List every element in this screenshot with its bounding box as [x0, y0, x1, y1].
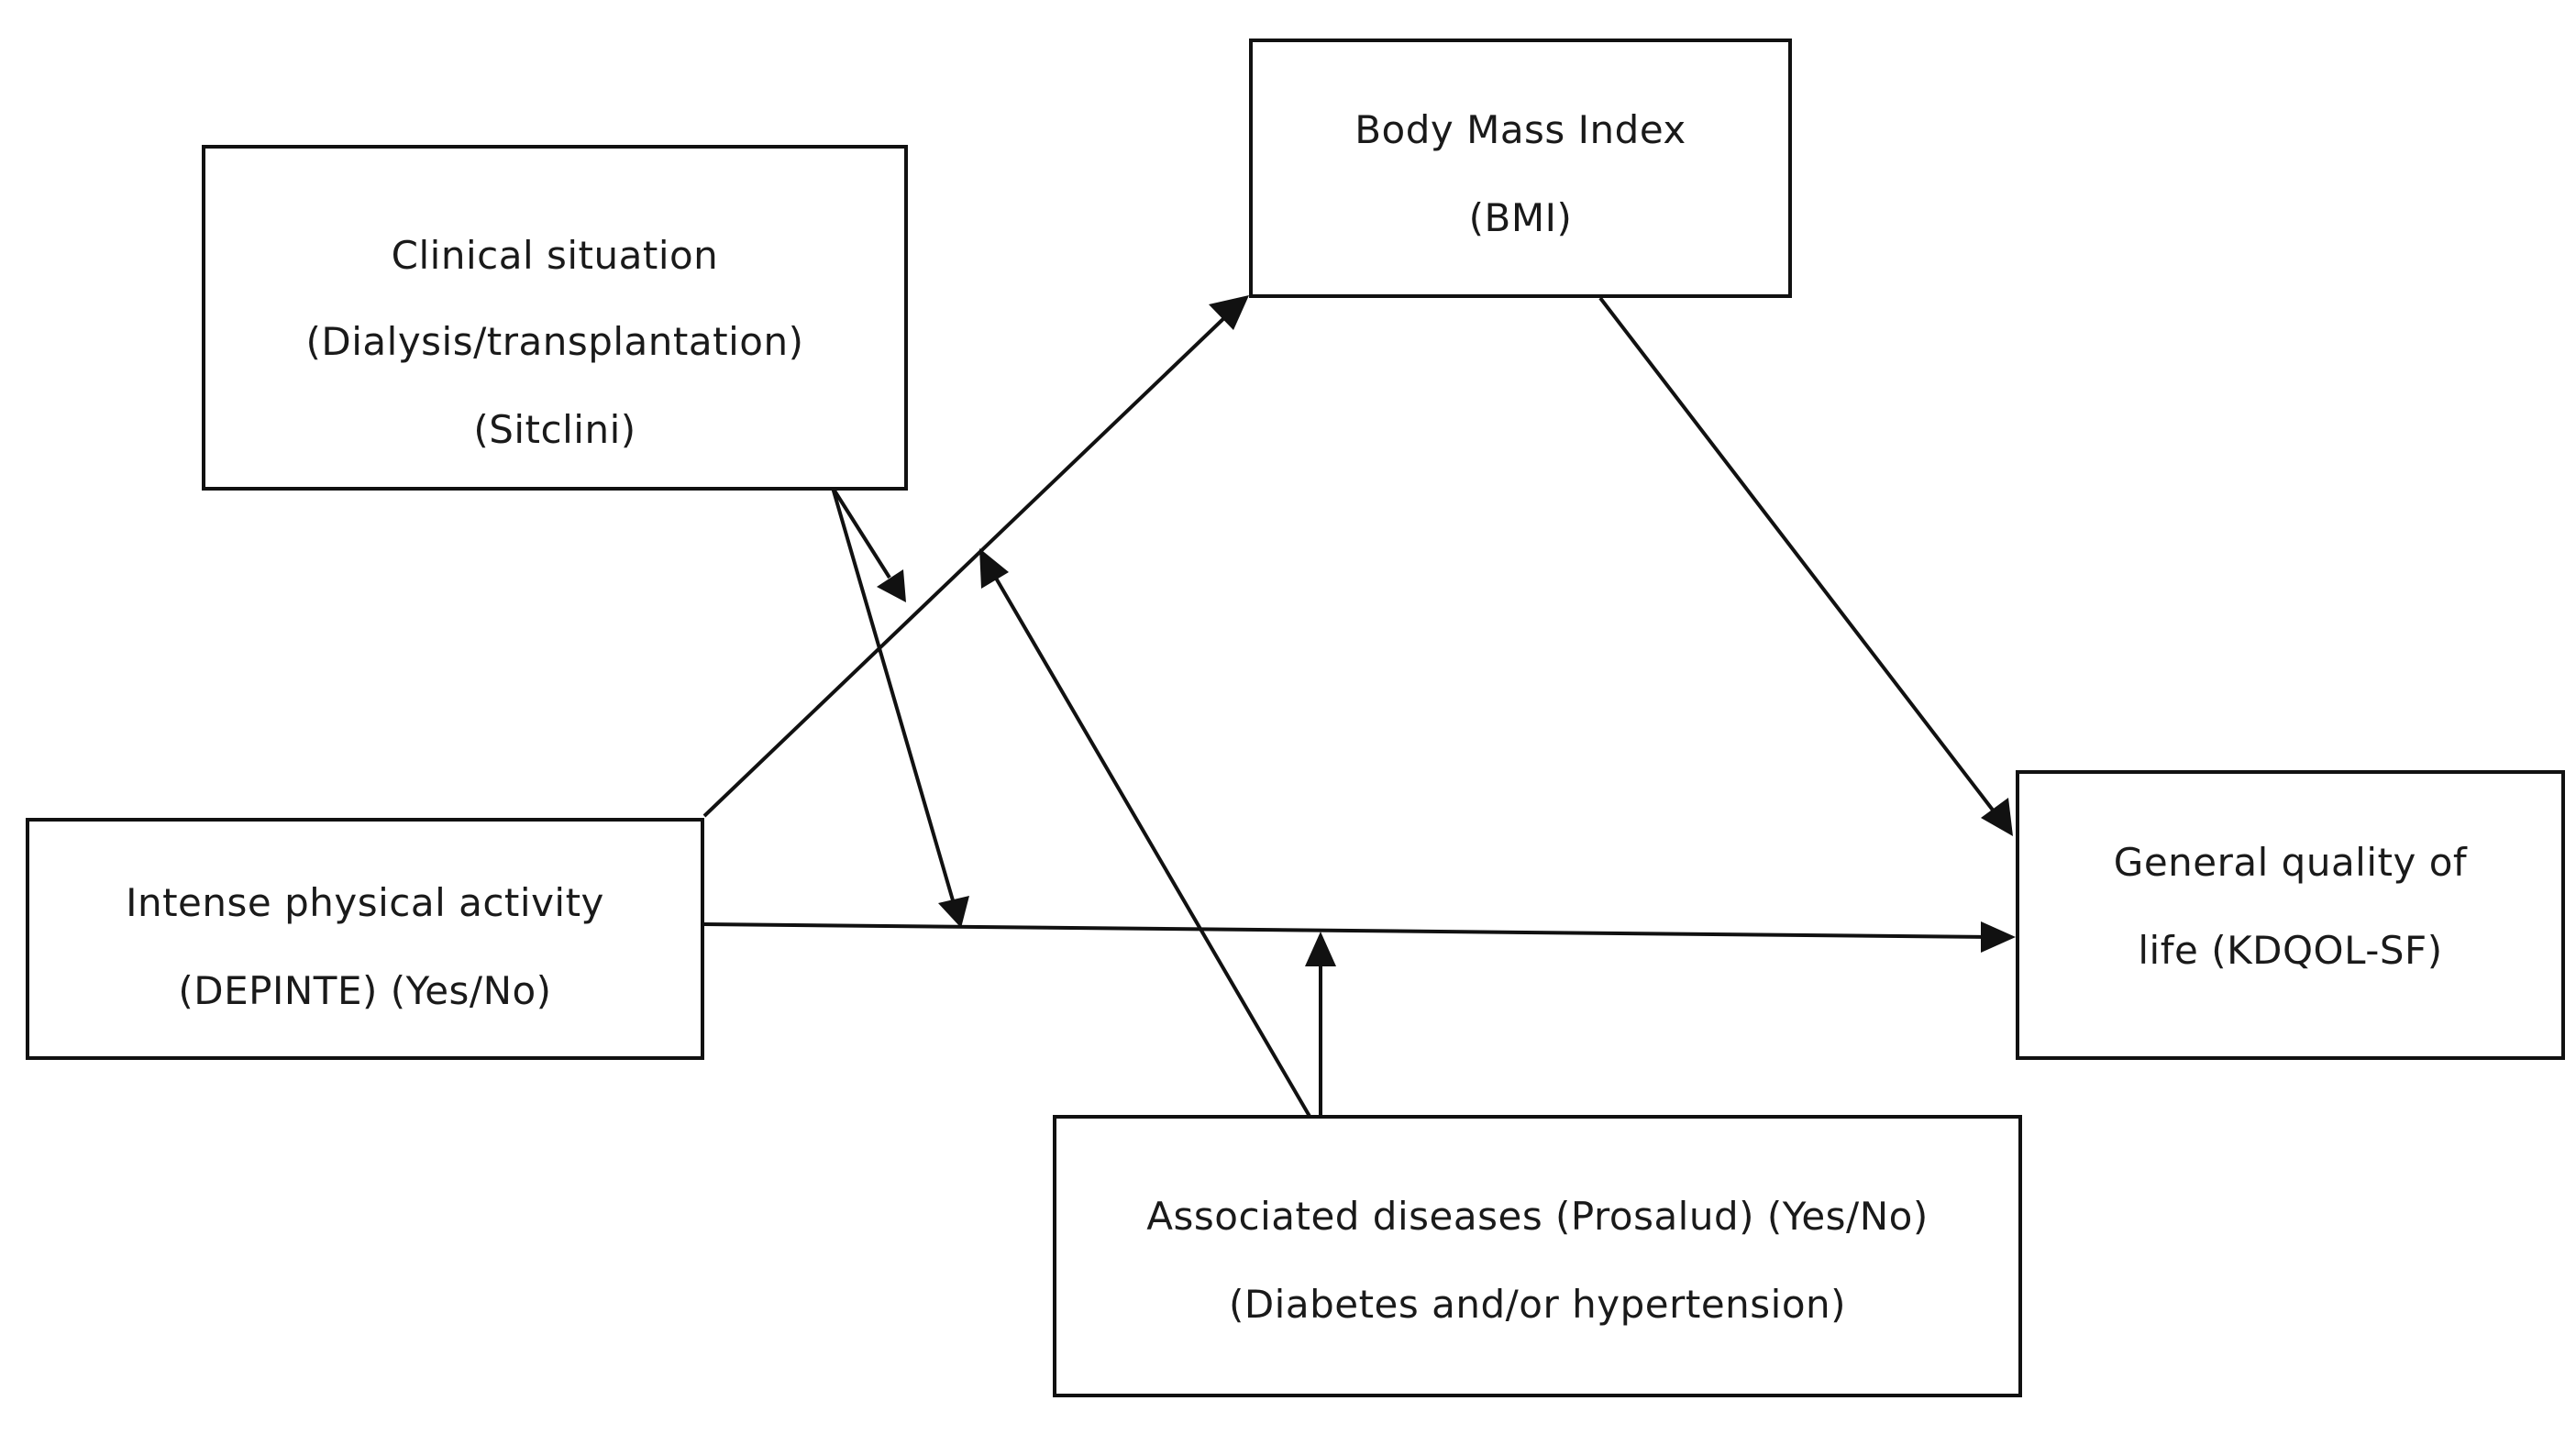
quality-of-life-line-2: life (KDQOL-SF) [2138, 928, 2443, 973]
arrow-clinical-to-quality-path [831, 487, 955, 901]
arrowhead-bmi-path-from-clinical [877, 569, 906, 602]
arrowhead-quality-from-activity [1981, 921, 2016, 953]
arrow-bmi-to-quality [1598, 296, 1999, 818]
clinical-situation-line-2: (Dialysis/transplantation) [305, 319, 804, 364]
associated-diseases-box: Associated diseases (Prosalud) (Yes/No) … [1053, 1115, 2022, 1397]
arrow-activity-to-bmi [702, 312, 1231, 818]
arrowhead-bmi [1209, 295, 1249, 330]
quality-of-life-line-1: General quality of [2113, 840, 2468, 885]
intense-activity-line-2: (DEPINTE) (Yes/No) [178, 968, 552, 1013]
arrowhead-quality-path-from-diseases [1305, 932, 1336, 966]
bmi-box: Body Mass Index (BMI) [1249, 39, 1792, 298]
bmi-line-2: (BMI) [1468, 195, 1573, 240]
clinical-situation-box: Clinical situation (Dialysis/transplanta… [202, 145, 908, 491]
intense-activity-line-1: Intense physical activity [126, 880, 604, 925]
arrow-clinical-to-bmi-path [831, 486, 891, 579]
associated-diseases-line-1: Associated diseases (Prosalud) (Yes/No) [1146, 1194, 1929, 1239]
arrowhead-bmi-path-from-diseases [979, 548, 1009, 589]
clinical-situation-line-3: (Sitclini) [473, 407, 636, 452]
quality-of-life-box: General quality of life (KDQOL-SF) [2016, 770, 2565, 1060]
bmi-line-1: Body Mass Index [1354, 107, 1686, 152]
arrowhead-quality-path-from-clinical [938, 896, 969, 928]
arrowhead-quality-from-bmi [1981, 798, 2013, 836]
intense-activity-box: Intense physical activity (DEPINTE) (Yes… [26, 818, 704, 1060]
clinical-situation-line-1: Clinical situation [391, 233, 719, 278]
arrow-diseases-to-bmi-path [992, 573, 1322, 1137]
arrow-activity-to-quality [703, 922, 1991, 939]
associated-diseases-line-2: (Diabetes and/or hypertension) [1228, 1282, 1847, 1327]
